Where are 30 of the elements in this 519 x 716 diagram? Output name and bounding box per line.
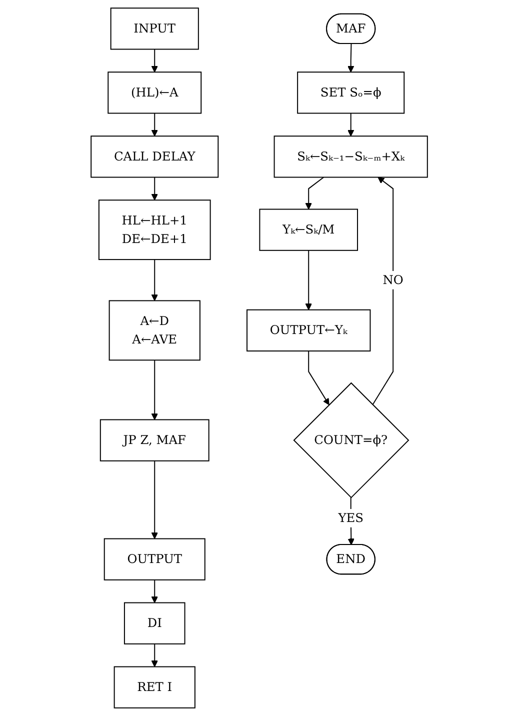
- node-box: HL←HL+1 DE←DE+1: [98, 200, 212, 260]
- node-box: JP Z, MAF: [100, 419, 210, 462]
- edge-label: NO: [382, 272, 404, 287]
- node-box: DI: [124, 602, 186, 644]
- arrow: [152, 643, 158, 668]
- arrow: [308, 350, 330, 406]
- edge-label: YES: [338, 510, 364, 526]
- node-diamond: COUNT=ϕ?: [293, 382, 410, 498]
- arrow: [306, 250, 312, 310]
- node-box: OUTPUT: [104, 538, 206, 580]
- node-box: Sₖ←Sₖ₋₁−Sₖ₋ₘ+Xₖ: [274, 136, 428, 178]
- node-box: OUTPUT←Yₖ: [246, 309, 371, 352]
- arrow: [152, 259, 158, 301]
- arrow: [152, 579, 158, 604]
- node-box: A←D A←AVE: [109, 300, 201, 361]
- arrow: [152, 48, 158, 72]
- arrow: [306, 176, 324, 210]
- arrow: [348, 43, 354, 72]
- node-box: (HL)←A: [108, 72, 202, 114]
- arrow: [152, 360, 158, 420]
- arrow: [372, 176, 394, 406]
- node-box: SET Sₒ=ϕ: [297, 72, 405, 114]
- node-box: CALL DELAY: [90, 136, 219, 178]
- arrow: [348, 112, 354, 136]
- arrow: [152, 112, 158, 136]
- node-box: RET I: [114, 666, 196, 708]
- node-box: INPUT: [110, 8, 200, 50]
- node-box: Yₖ←Sₖ/M: [259, 208, 358, 251]
- arrow: [152, 176, 158, 200]
- arrow: [152, 460, 158, 540]
